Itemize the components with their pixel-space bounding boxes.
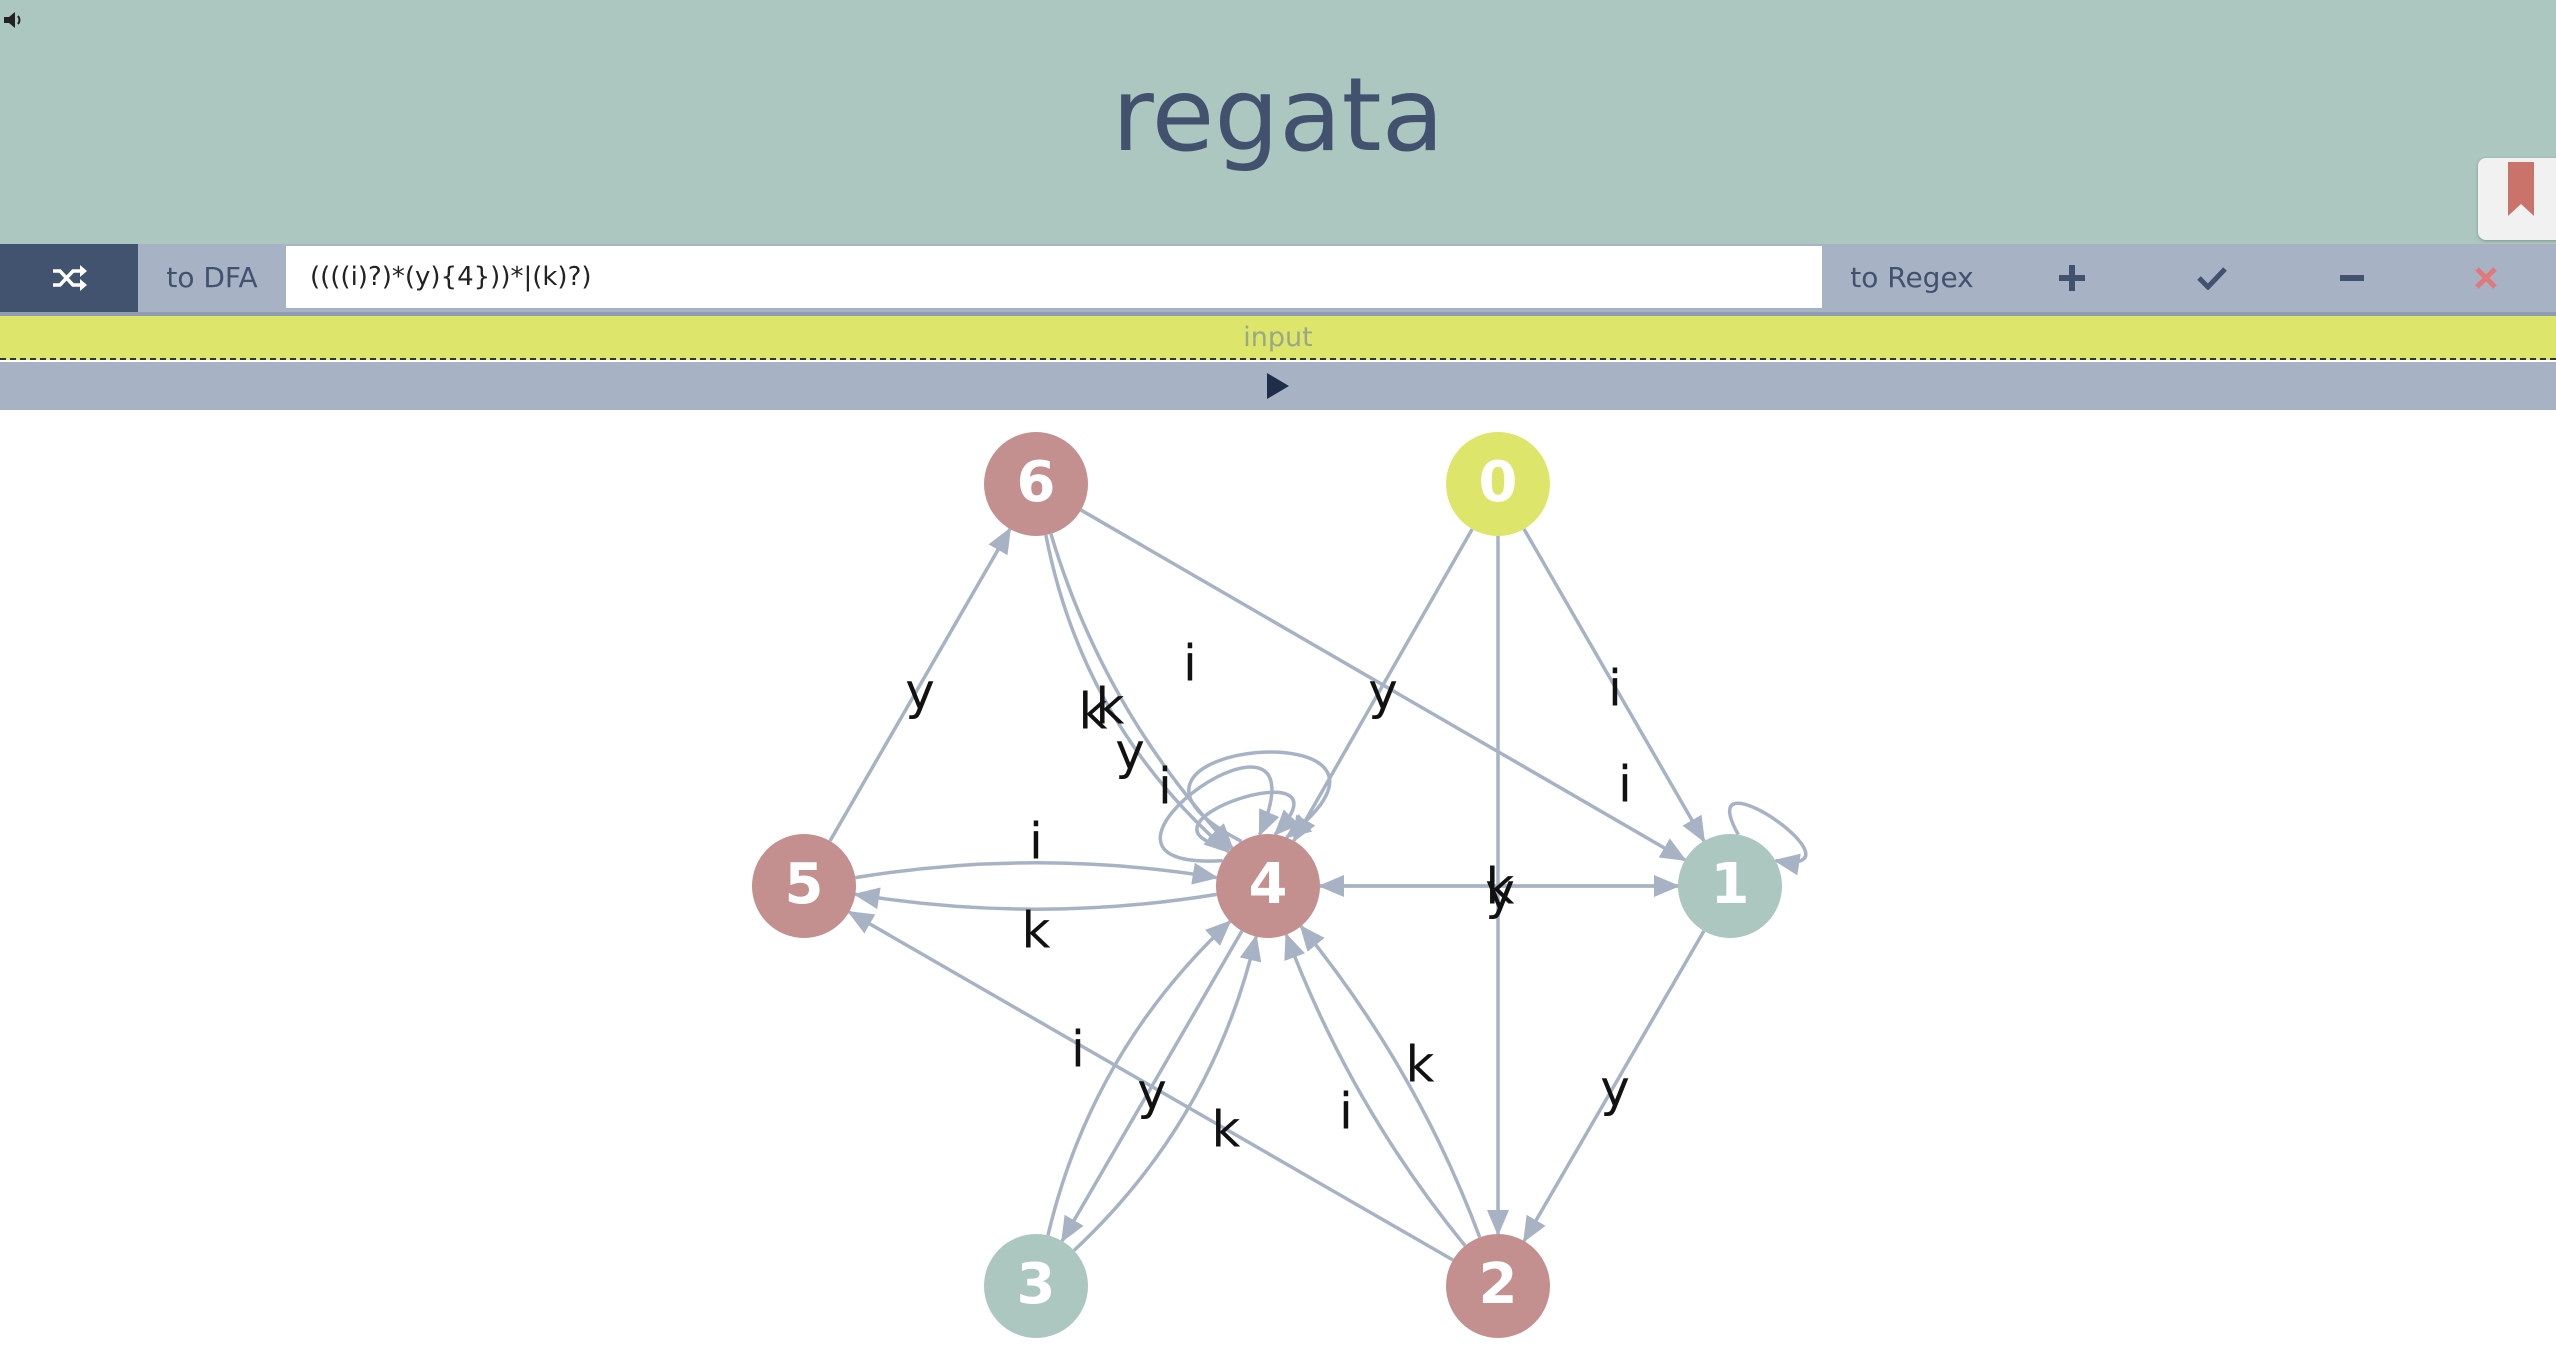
- header: regata: [0, 0, 2556, 244]
- transition-label[interactable]: i: [1183, 635, 1197, 693]
- state-nodes: 0 1 2 3 4 5 6: [752, 432, 1782, 1338]
- minus-icon: [2340, 275, 2364, 281]
- toolbar: to DFA to Regex: [0, 244, 2556, 316]
- play-icon[interactable]: [1267, 373, 1289, 399]
- transition-label[interactable]: i: [1158, 758, 1172, 816]
- state-circle[interactable]: [984, 1234, 1088, 1338]
- transition-edge[interactable]: [1195, 790, 1300, 851]
- transition-edge[interactable]: [1044, 534, 1231, 854]
- transition-label[interactable]: i: [1339, 1083, 1353, 1141]
- state-circle[interactable]: [1678, 834, 1782, 938]
- state-node-6[interactable]: 6: [984, 432, 1088, 536]
- check-icon: [2197, 267, 2227, 290]
- transition-label[interactable]: k: [1079, 683, 1108, 741]
- transition-edge[interactable]: [1728, 801, 1808, 876]
- to-dfa-button[interactable]: to DFA: [166, 261, 258, 294]
- transition-label[interactable]: y: [905, 663, 935, 721]
- state-label: 5: [785, 852, 824, 917]
- transition-label[interactable]: k: [1096, 678, 1125, 736]
- transition-label[interactable]: i: [1608, 660, 1622, 718]
- transition-edge[interactable]: [853, 887, 1217, 911]
- app-title: regata: [1111, 56, 1445, 175]
- state-node-3[interactable]: 3: [984, 1234, 1088, 1338]
- transition-edges: [828, 508, 1808, 1262]
- transition-edge[interactable]: [1522, 528, 1706, 843]
- bookmark-button[interactable]: [2478, 158, 2556, 240]
- transition-label[interactable]: i: [1618, 756, 1632, 814]
- transition-edge[interactable]: [1522, 930, 1706, 1243]
- state-label: 1: [1711, 852, 1750, 917]
- regex-input[interactable]: [286, 246, 1822, 308]
- state-node-1[interactable]: 1: [1678, 834, 1782, 938]
- state-node-2[interactable]: 2: [1446, 1234, 1550, 1338]
- play-bar: [0, 362, 2556, 410]
- transition-label[interactable]: y: [1485, 863, 1515, 921]
- transition-label[interactable]: i: [1071, 1021, 1085, 1079]
- state-circle[interactable]: [1446, 1234, 1550, 1338]
- transition-label[interactable]: k: [1212, 1101, 1241, 1159]
- to-regex-button[interactable]: to Regex: [1850, 261, 1974, 294]
- shuffle-icon: [53, 265, 87, 291]
- add-button[interactable]: [2002, 244, 2142, 312]
- transition-edge[interactable]: [1284, 932, 1467, 1247]
- test-input-bar[interactable]: input: [0, 316, 2556, 360]
- transition-edge[interactable]: [1046, 920, 1232, 1236]
- transition-label[interactable]: y: [1137, 1063, 1167, 1121]
- plus-icon: [2059, 265, 2085, 291]
- state-label: 3: [1017, 1252, 1056, 1317]
- state-node-5[interactable]: 5: [752, 834, 856, 938]
- shuffle-button[interactable]: [0, 244, 138, 312]
- state-node-0[interactable]: 0: [1446, 432, 1550, 536]
- state-label: 0: [1479, 450, 1518, 515]
- state-label: 6: [1017, 450, 1056, 515]
- check-button[interactable]: [2142, 244, 2282, 312]
- transition-label[interactable]: i: [1029, 813, 1043, 871]
- transition-label[interactable]: y: [1115, 723, 1145, 781]
- transition-edge[interactable]: [1187, 750, 1332, 843]
- transition-label[interactable]: k: [1486, 858, 1515, 916]
- delete-button[interactable]: [2416, 244, 2556, 312]
- transition-edge[interactable]: [828, 527, 1012, 842]
- state-circle[interactable]: [1216, 834, 1320, 938]
- transition-edge[interactable]: [1060, 930, 1244, 1243]
- transition-label[interactable]: k: [1406, 1036, 1435, 1094]
- transition-label[interactable]: y: [1368, 663, 1398, 721]
- state-label: 2: [1479, 1252, 1518, 1317]
- minus-button[interactable]: [2282, 244, 2422, 312]
- state-node-4[interactable]: 4: [1216, 834, 1320, 938]
- state-circle[interactable]: [1446, 432, 1550, 536]
- state-circle[interactable]: [752, 834, 856, 938]
- transition-edge[interactable]: [1299, 924, 1482, 1238]
- transition-label[interactable]: k: [1022, 902, 1051, 960]
- transition-label[interactable]: y: [1600, 1060, 1630, 1118]
- bookmark-icon: [2508, 162, 2534, 216]
- state-label: 4: [1249, 852, 1288, 917]
- transition-edge[interactable]: [855, 861, 1219, 885]
- transition-edge[interactable]: [1080, 508, 1687, 862]
- speaker-icon[interactable]: [2, 10, 26, 30]
- close-icon: [2475, 267, 2497, 289]
- state-circle[interactable]: [984, 432, 1088, 536]
- transition-edge[interactable]: [1072, 934, 1262, 1252]
- transition-edge[interactable]: [1158, 765, 1280, 863]
